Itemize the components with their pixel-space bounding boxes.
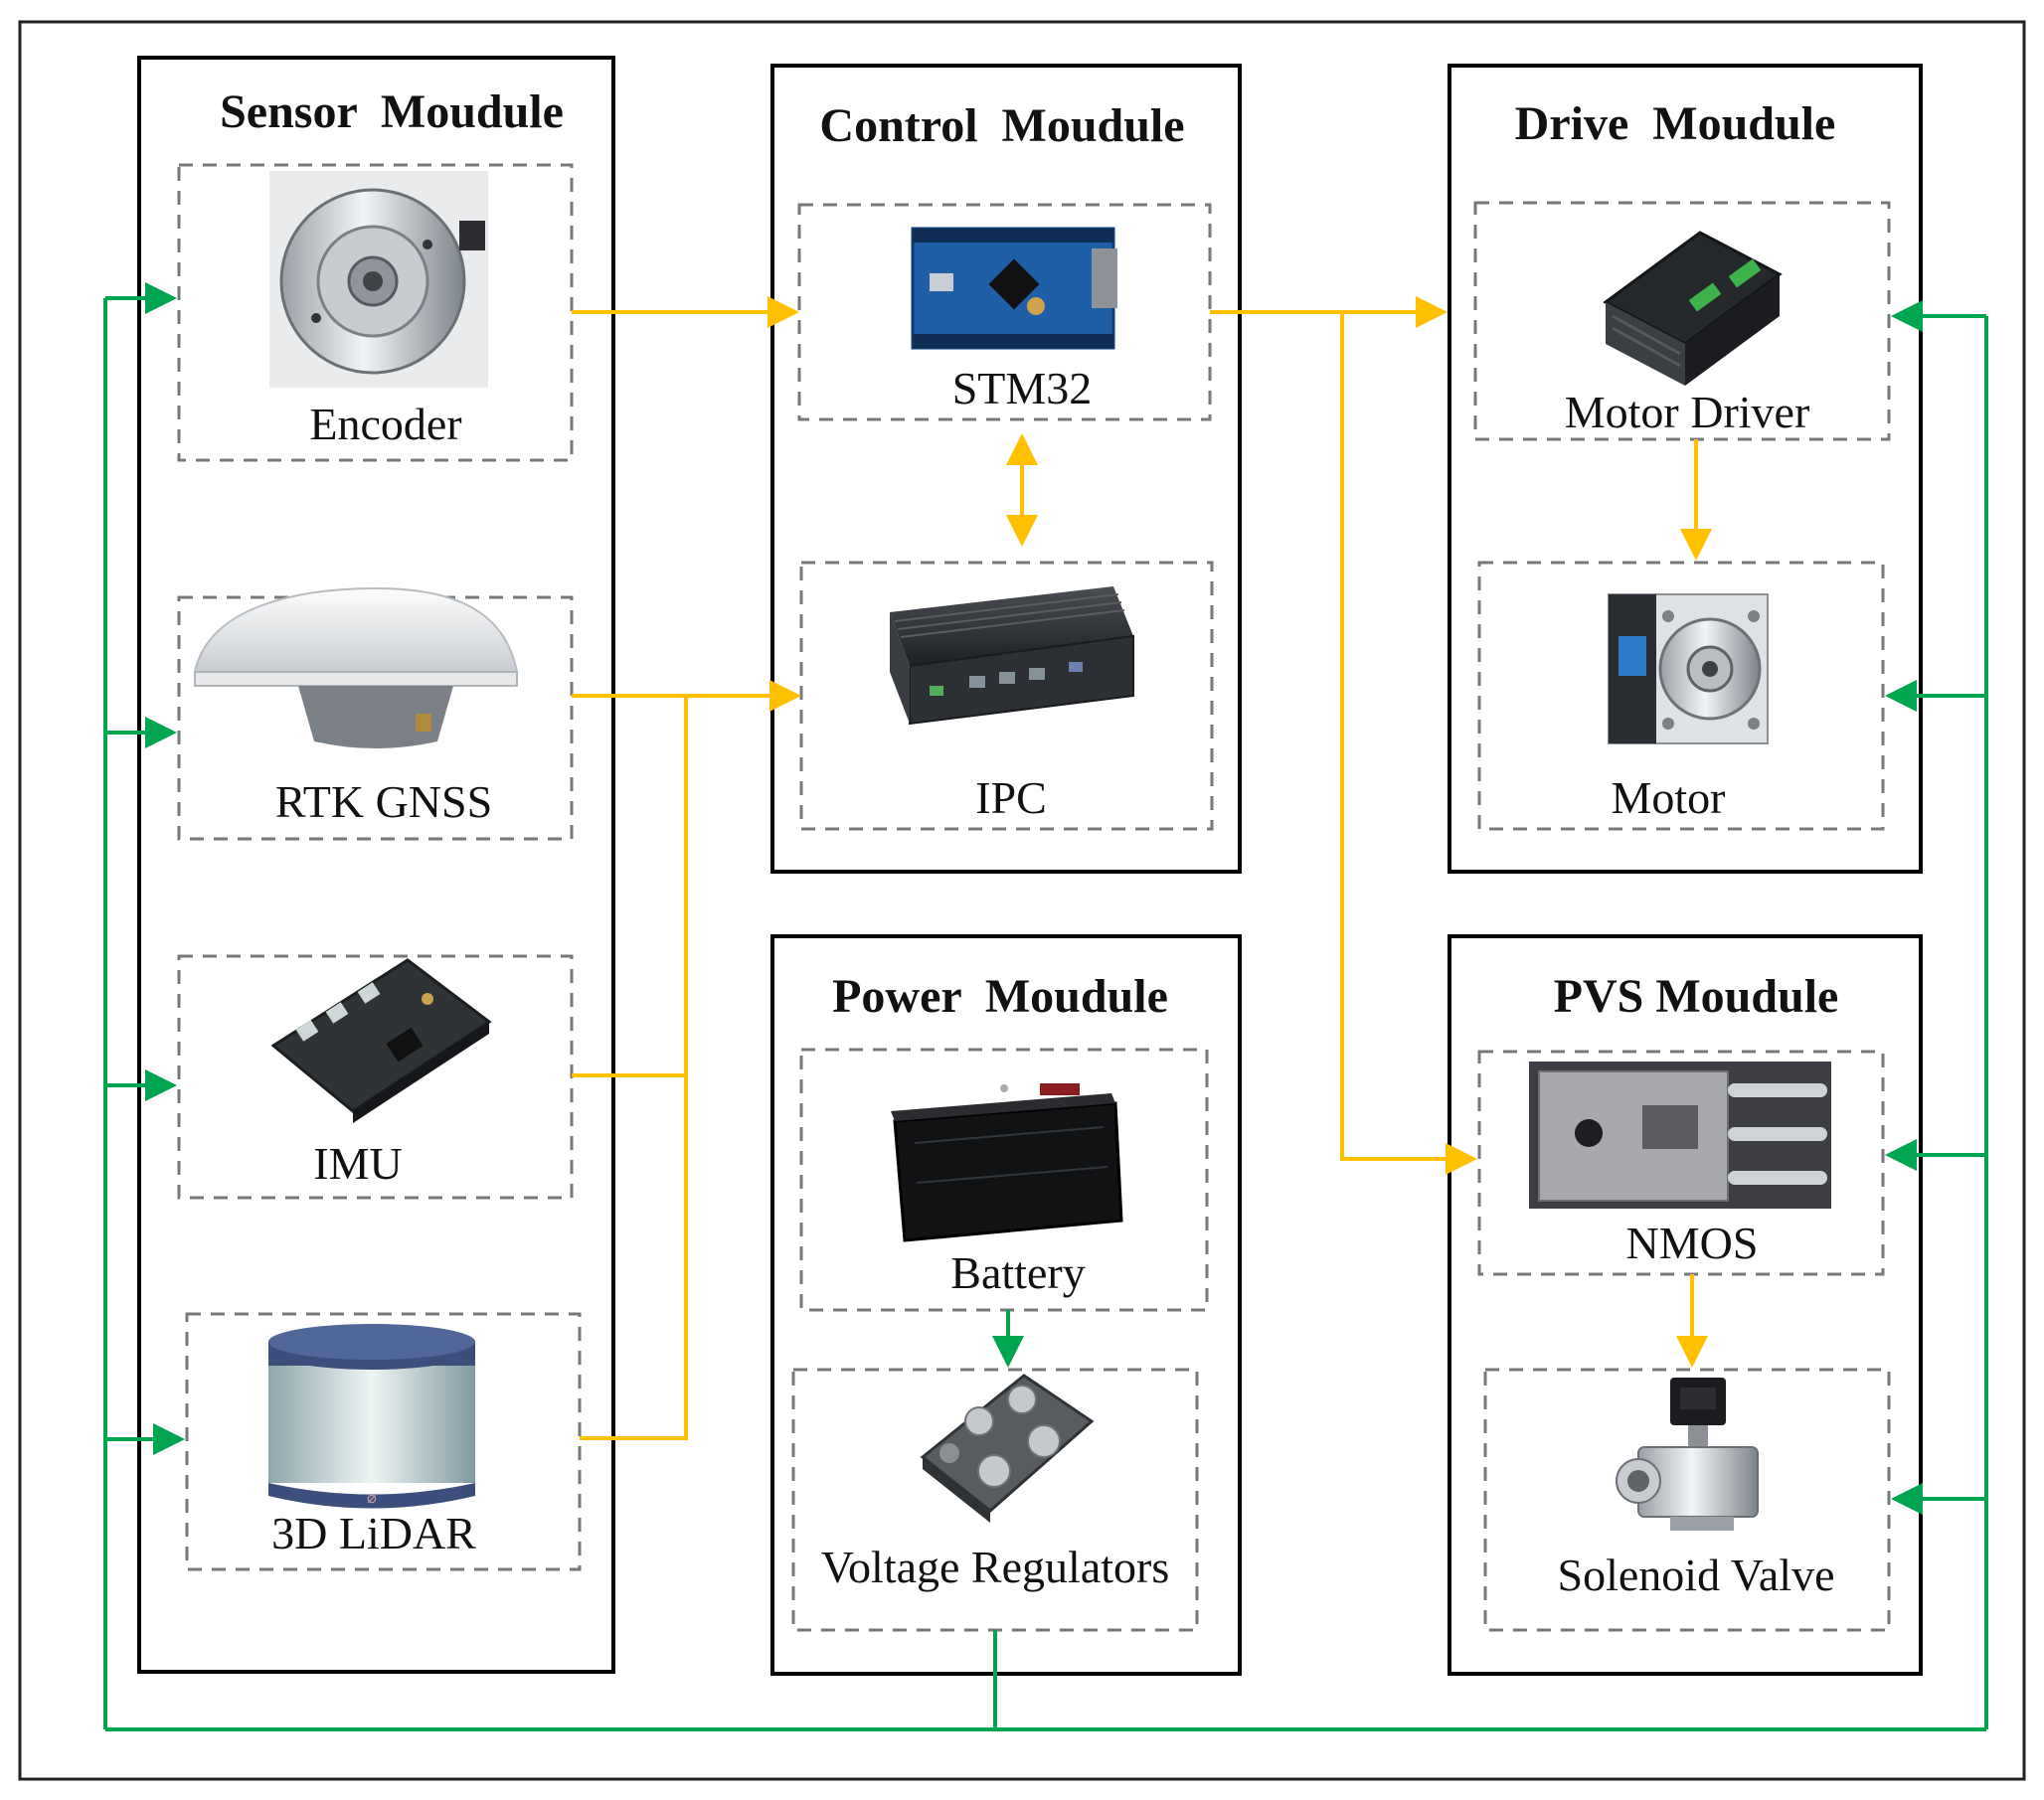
imu-label: IMU — [313, 1138, 402, 1189]
encoder-icon — [269, 171, 488, 388]
motor-icon — [1608, 593, 1769, 744]
ipc-computer-icon — [890, 586, 1134, 726]
imu-to-ipc-line — [572, 696, 688, 1077]
rtk-gnss-label: RTK GNSS — [275, 776, 492, 827]
rtk-gnss-component: RTK GNSS — [177, 586, 574, 841]
lidar-label: 3D LiDAR — [271, 1508, 476, 1558]
gnss-antenna-icon — [193, 586, 519, 748]
ipc-box — [799, 561, 1214, 831]
battery-label: Battery — [950, 1247, 1085, 1298]
pvs-module-box — [1448, 934, 1923, 1676]
power-module: Power Moudule Battery — [770, 934, 1242, 1676]
imu-component: IMU — [177, 954, 574, 1200]
encoder-component: Encoder — [177, 163, 574, 462]
motor-driver-label: Motor Driver — [1565, 387, 1810, 437]
voltage-regulators-label: Voltage Regulators — [821, 1542, 1169, 1592]
drive-module-box — [1448, 64, 1923, 874]
encoder-box — [177, 163, 574, 462]
solenoid-valve-icon — [1616, 1378, 1759, 1531]
nmos-label: NMOS — [1626, 1218, 1759, 1268]
encoder-label: Encoder — [309, 399, 461, 449]
drive-module-title: Drive Moudule — [1515, 97, 1836, 150]
motor-driver-icon — [1603, 231, 1783, 386]
stm32-component: STM32 — [797, 203, 1212, 421]
control-module-title: Control Moudule — [819, 99, 1184, 152]
sensor-module: Sensor Moudule Encoder — [137, 56, 615, 1674]
lidar-icon: ⌀ — [268, 1324, 475, 1509]
sensor-module-box — [137, 56, 615, 1674]
lidar-box — [185, 1312, 582, 1571]
svg-text:⌀: ⌀ — [367, 1490, 377, 1507]
ipc-label: IPC — [975, 772, 1047, 823]
pvs-module: PVS Moudule NMOS — [1448, 934, 1923, 1676]
voltage-regulators-component: Voltage Regulators — [791, 1368, 1199, 1632]
solenoid-valve-component: Solenoid Valve — [1483, 1368, 1891, 1632]
power-module-title: Power Moudule — [832, 970, 1168, 1023]
signal-connections — [572, 296, 1712, 1440]
motor-component: Motor — [1477, 561, 1885, 831]
nmos-transistor-icon — [1529, 1062, 1831, 1209]
battery-component: Battery — [799, 1048, 1209, 1312]
stm32-label: STM32 — [952, 363, 1093, 413]
motor-box — [1477, 561, 1885, 831]
nmos-box — [1477, 1050, 1885, 1276]
outer-frame — [18, 20, 2026, 1781]
motor-driver-box — [1473, 201, 1891, 441]
drive-module: Drive Moudule Motor Driver — [1448, 64, 1923, 874]
motor-driver-component: Motor Driver — [1473, 201, 1891, 441]
stm32-board-icon — [911, 227, 1117, 350]
solenoid-valve-box — [1483, 1368, 1891, 1632]
battery-icon — [891, 1083, 1123, 1242]
nmos-component: NMOS — [1477, 1050, 1885, 1276]
ipc-component: IPC — [799, 561, 1214, 831]
lidar-to-ipc-line — [580, 1075, 688, 1440]
control-module: Control Moudule STM32 — [770, 64, 1242, 874]
voltage-regulator-icon — [920, 1374, 1095, 1523]
motor-label: Motor — [1612, 772, 1726, 823]
control-module-box — [770, 64, 1242, 874]
pvs-module-title: PVS Moudule — [1554, 970, 1839, 1023]
lidar-component: ⌀ 3D LiDAR — [185, 1312, 582, 1571]
sensor-module-title: Sensor Moudule — [220, 85, 564, 138]
power-connections — [103, 282, 1988, 1731]
stm32-to-nmos-arrow — [1340, 312, 1477, 1175]
solenoid-valve-label: Solenoid Valve — [1558, 1550, 1835, 1600]
power-module-box — [770, 934, 1242, 1676]
imu-board-icon — [270, 958, 492, 1123]
battery-box — [799, 1048, 1209, 1312]
